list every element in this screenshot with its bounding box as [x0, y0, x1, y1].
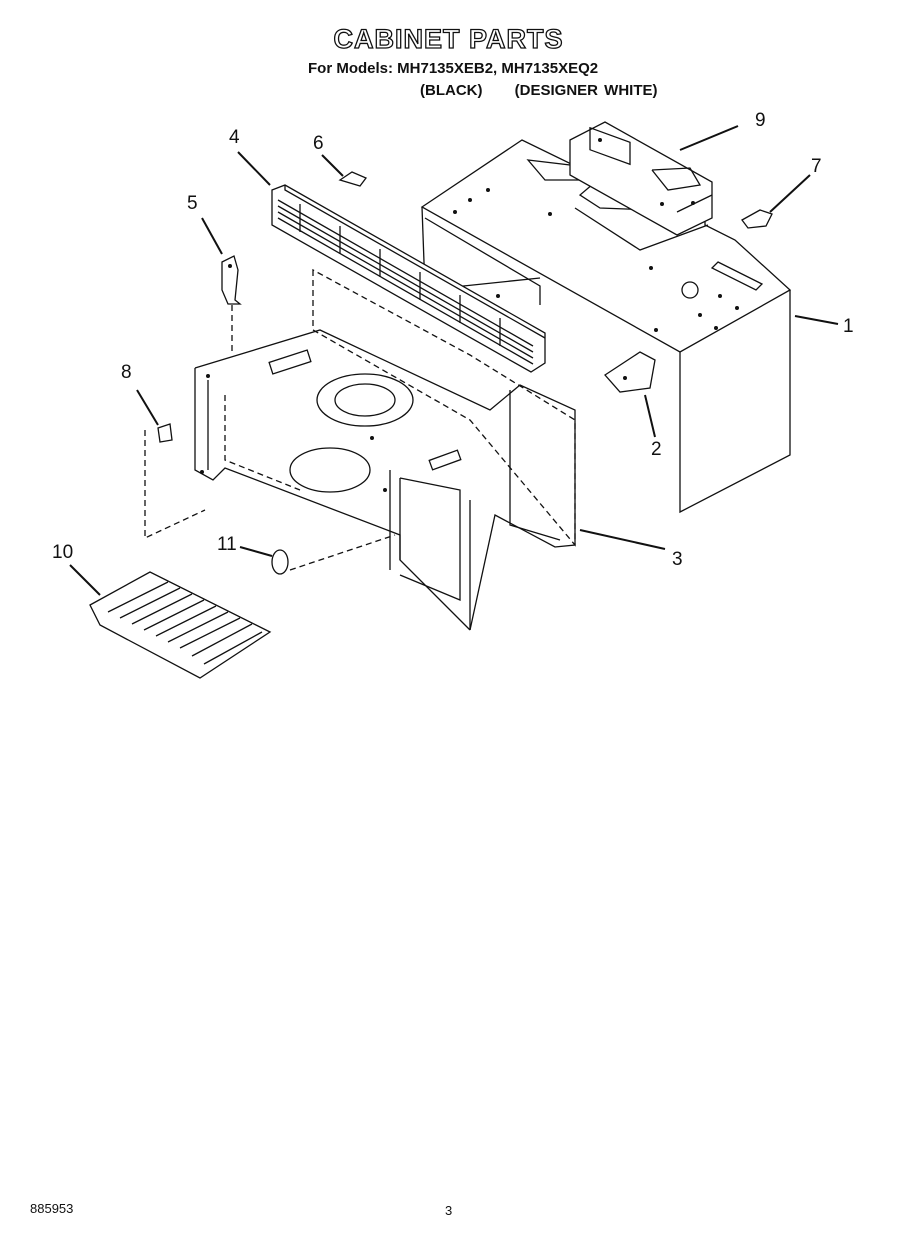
variant-white: (DESIGNER WHITE)	[514, 82, 658, 99]
part-6-clip	[338, 171, 368, 187]
callout-5: 5	[187, 193, 198, 214]
model-variants: (BLACK) (DESIGNER WHITE)	[420, 82, 684, 99]
part-1-cabinet-shell	[420, 139, 792, 514]
callout-7: 7	[811, 156, 822, 177]
callout-8: 8	[121, 362, 132, 383]
callout-1: 1	[843, 316, 854, 337]
part-10-grease-filter	[89, 571, 272, 679]
callout-10: 10	[52, 542, 74, 563]
callout-11: 11	[217, 534, 237, 555]
part-2-side-bracket	[604, 351, 656, 393]
part-5-bracket	[221, 255, 242, 355]
part-4-vent-grille	[271, 184, 546, 373]
callout-3: 3	[672, 549, 683, 570]
footer-part-code: 885953	[30, 1201, 74, 1216]
models-line: For Models: MH7135XEB2, MH7135XEQ2	[308, 60, 599, 77]
variant-black: (BLACK)	[420, 82, 483, 99]
callout-leaders	[69, 125, 839, 596]
part-9-mounting-plate	[569, 121, 713, 236]
callout-4: 4	[229, 127, 240, 148]
footer-page-number: 3	[445, 1203, 453, 1218]
callout-9: 9	[755, 110, 766, 131]
page-title: CABINET PARTS	[333, 23, 564, 54]
callout-2: 2	[651, 439, 662, 460]
part-3-inner-frame	[194, 268, 576, 631]
part-11-coupler	[271, 534, 396, 575]
callout-6: 6	[313, 133, 324, 154]
part-7-clip	[741, 209, 773, 229]
part-8-latch	[144, 423, 206, 540]
